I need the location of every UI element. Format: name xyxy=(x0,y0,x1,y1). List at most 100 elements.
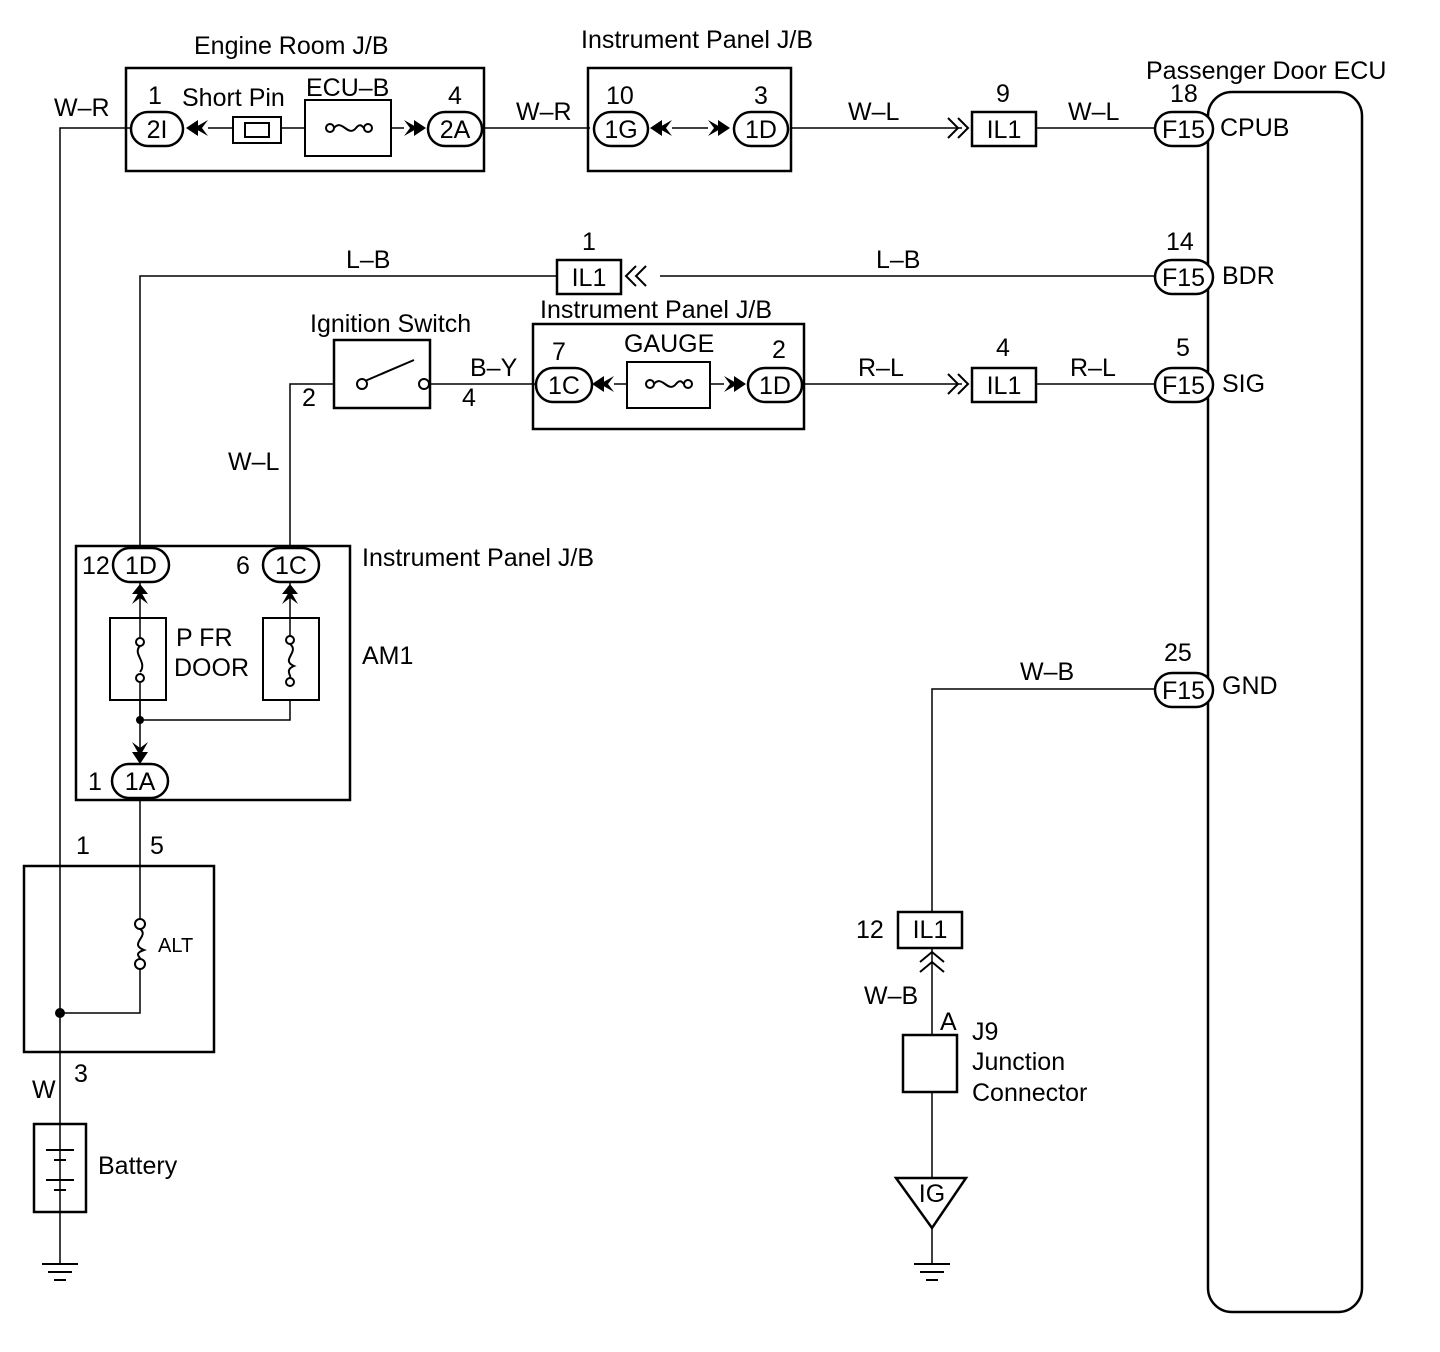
connector-f15-gnd-label: F15 xyxy=(1162,677,1205,705)
gauge-fuse-box xyxy=(626,361,711,409)
passenger-door-ecu-label: Passenger Door ECU xyxy=(1146,57,1386,85)
pin-1c-gauge-label: 7 xyxy=(552,338,566,366)
pfr-label-2: DOOR xyxy=(174,654,249,682)
pin-il1-bdr-label: 1 xyxy=(582,228,596,256)
pin-il1-top-label: 9 xyxy=(996,80,1010,108)
connector-f15-bdr xyxy=(1153,258,1215,296)
wire-lb-left-label: L–B xyxy=(346,246,390,274)
pin-1d-low-label: 12 xyxy=(82,552,110,580)
il1-gnd-chevron-icon xyxy=(919,950,945,973)
pin-il1-sig-label: 4 xyxy=(996,334,1010,362)
pin-1a-label: 1 xyxy=(88,768,102,796)
ig-triangle-icon xyxy=(893,1176,969,1231)
battery-box xyxy=(32,1122,88,1214)
connector-1c-low xyxy=(261,546,321,584)
wire-wb-bot-label: W–B xyxy=(864,982,918,1010)
instrument-panel-jb-top-box xyxy=(586,66,793,173)
connector-1c-low-label: 1C xyxy=(275,552,307,580)
arrow-1a-icon xyxy=(132,742,148,764)
alt-junction-dot xyxy=(55,1008,65,1018)
instrument-panel-jb-low-label: Instrument Panel J/B xyxy=(362,544,594,572)
short-pin-label: Short Pin xyxy=(182,84,285,112)
pin-2i-label: 1 xyxy=(148,82,162,110)
engine-room-jb-box xyxy=(124,66,486,173)
pin-1c-low-label: 6 xyxy=(236,552,250,580)
instrument-panel-jb-mid-box xyxy=(531,322,806,431)
wire-pfr-am1-bus xyxy=(139,700,291,721)
connector-1d-low-label: 1D xyxy=(125,552,157,580)
ignition-switch-box xyxy=(332,338,432,410)
pin-j9-label: A xyxy=(940,1008,957,1036)
pin-sig-label: 5 xyxy=(1176,334,1190,362)
instrument-panel-jb-top-label: Instrument Panel J/B xyxy=(581,26,813,54)
am1-label: AM1 xyxy=(362,642,413,670)
wire-wr-left-label: W–R xyxy=(54,94,110,122)
pfr-door-fuse-box xyxy=(109,617,167,701)
j9-label: J9 xyxy=(972,1018,998,1046)
wire-wl-top1-label: W–L xyxy=(848,98,900,126)
connector-f15-sig-label: F15 xyxy=(1162,372,1205,400)
connector-1d-gauge xyxy=(746,366,804,404)
connector-1c-gauge xyxy=(534,366,594,404)
connector-1d-top xyxy=(732,110,790,148)
am1-fuse-box xyxy=(262,617,320,701)
connector-2i xyxy=(129,110,185,148)
wire-lb-right-label: L–B xyxy=(876,246,920,274)
pin-1g-label: 10 xyxy=(606,82,634,110)
wire-rl1-label: R–L xyxy=(858,354,904,382)
wire-il1-1d xyxy=(139,275,557,548)
arrow-1c-gauge-icon xyxy=(592,376,614,392)
wire-gnd xyxy=(931,688,1155,912)
pin-alt-3-label: 3 xyxy=(74,1060,88,1088)
wire-wl-top2-label: W–L xyxy=(1068,98,1120,126)
wire-alt-bus xyxy=(60,962,141,1014)
connector-f15-cpub-label: F15 xyxy=(1162,116,1205,144)
am1-fuse-icon xyxy=(285,635,297,687)
ground-right-icon xyxy=(914,1263,950,1281)
connector-label: Connector xyxy=(972,1079,1087,1107)
ig-label: IG xyxy=(919,1180,945,1208)
terminal-cpub-label: CPUB xyxy=(1220,114,1289,142)
alt-block-box xyxy=(22,864,216,1054)
connector-1c-gauge-label: 1C xyxy=(548,372,580,400)
pfr-label-1: P FR xyxy=(176,624,233,652)
pin-ign-out-label: 4 xyxy=(462,384,476,412)
pin-bdr-label: 14 xyxy=(1166,228,1194,256)
connector-2a xyxy=(426,110,484,148)
junction-label: Junction xyxy=(972,1048,1065,1076)
battery-label: Battery xyxy=(98,1152,178,1180)
wire-w-batt-label: W xyxy=(32,1076,56,1104)
alt-fuse-icon xyxy=(134,918,147,970)
connector-il1-bdr xyxy=(555,258,623,296)
connector-f15-sig xyxy=(1153,366,1215,404)
instrument-panel-jb-low-box xyxy=(74,544,352,802)
ignition-switch-icon xyxy=(356,359,430,390)
connector-il1-gnd-label: IL1 xyxy=(913,916,948,944)
connector-il1-top xyxy=(970,110,1038,148)
connector-1d-gauge-label: 1D xyxy=(759,372,791,400)
arrow-1g-icon xyxy=(650,120,672,136)
alt-label: ALT xyxy=(158,935,193,957)
terminal-bdr-label: BDR xyxy=(1222,262,1275,290)
wire-wl-ign xyxy=(289,383,334,546)
connector-f15-cpub xyxy=(1153,110,1215,148)
il1-sig-chevron-icon xyxy=(947,373,970,395)
connector-2a-label: 2A xyxy=(440,116,471,144)
pin-il1-gnd-label: 12 xyxy=(856,916,884,944)
j9-box xyxy=(901,1033,959,1094)
arrow-2i-icon xyxy=(186,120,208,136)
pin-2a-label: 4 xyxy=(448,82,462,110)
ecu-b-fuse-box xyxy=(304,99,392,157)
arrow-1c-low-icon xyxy=(282,584,298,604)
gauge-fuse-icon xyxy=(645,379,693,389)
battery-icon xyxy=(46,1149,74,1191)
wire-rl2-label: R–L xyxy=(1070,354,1116,382)
ignition-switch-label: Ignition Switch xyxy=(310,310,471,338)
connector-il1-top-label: IL1 xyxy=(987,116,1022,144)
pin-cpub-label: 18 xyxy=(1170,80,1198,108)
connector-1d-top-label: 1D xyxy=(745,116,777,144)
terminal-sig-label: SIG xyxy=(1222,370,1265,398)
connector-il1-gnd xyxy=(896,910,964,950)
wire-by-label: B–Y xyxy=(470,354,518,382)
